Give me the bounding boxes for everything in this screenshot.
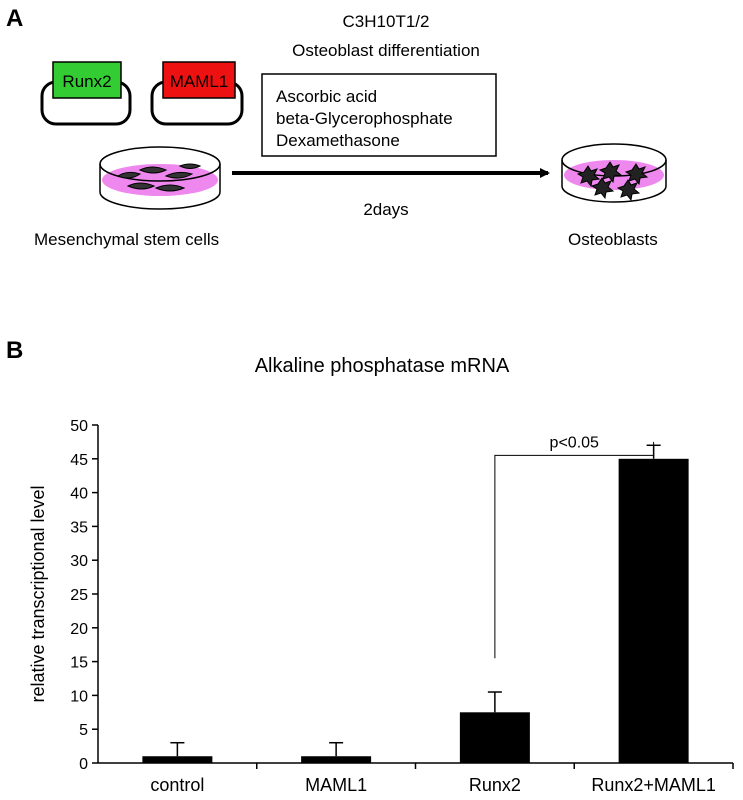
- bar-runx2-maml1: [618, 458, 689, 763]
- plasmid-maml1: MAML1: [150, 61, 244, 126]
- cell-line-label: C3H10T1/2: [343, 12, 430, 31]
- y-tick-label: 5: [79, 722, 88, 739]
- bar-control: [142, 756, 213, 763]
- y-tick-label: 25: [70, 587, 88, 604]
- panel-a-letter: A: [6, 5, 23, 32]
- target-label: Osteoblasts: [568, 230, 658, 249]
- reagent-3: Dexamethasone: [276, 131, 400, 150]
- bar-maml1: [301, 756, 372, 763]
- maml1-box: [162, 61, 236, 99]
- y-tick-label: 45: [70, 452, 88, 469]
- source-label: Mesenchymal stem cells: [34, 230, 219, 249]
- y-tick-label: 0: [79, 756, 88, 773]
- process-label: Osteoblast differentiation: [292, 41, 480, 60]
- plasmid-runx2: Runx2: [40, 61, 132, 126]
- category-label: MAML1: [305, 775, 367, 795]
- category-label: control: [150, 775, 204, 795]
- reagent-box: Ascorbic acid beta-Glycerophosphate Dexa…: [261, 73, 497, 157]
- category-label: Runx2+MAML1: [591, 775, 716, 795]
- category-label: Runx2: [469, 775, 521, 795]
- plasmid-1-label: Runx2: [62, 72, 111, 91]
- reagent-1: Ascorbic acid: [276, 87, 377, 106]
- y-tick-label: 35: [70, 519, 88, 536]
- y-tick-label: 50: [70, 418, 88, 435]
- significance-label: p<0.05: [550, 434, 599, 451]
- y-tick-label: 30: [70, 553, 88, 570]
- bar-chart: 0 5 10 15 20 25 30 35 40 45 50 relative transcripti…: [28, 418, 734, 795]
- runx2-box: [52, 61, 122, 99]
- y-tick-label: 20: [70, 621, 88, 638]
- y-tick-label: 40: [70, 486, 88, 503]
- stem-cells: [116, 163, 202, 192]
- reagent-2: beta-Glycerophosphate: [276, 109, 453, 128]
- panel-b-letter: B: [6, 337, 23, 364]
- significance-bracket: [494, 441, 655, 659]
- osteoblast-cells: [576, 161, 649, 202]
- bar-runx2: [459, 712, 530, 763]
- chart-title: Alkaline phosphatase mRNA: [255, 355, 510, 377]
- y-axis-label: relative transcriptional level: [28, 485, 48, 702]
- target-dish: [561, 143, 667, 203]
- y-tick-label: 10: [70, 688, 88, 705]
- y-tick-label: 15: [70, 655, 88, 672]
- source-dish: [99, 146, 221, 210]
- plasmid-2-label: MAML1: [170, 72, 229, 91]
- duration-label: 2days: [363, 200, 408, 219]
